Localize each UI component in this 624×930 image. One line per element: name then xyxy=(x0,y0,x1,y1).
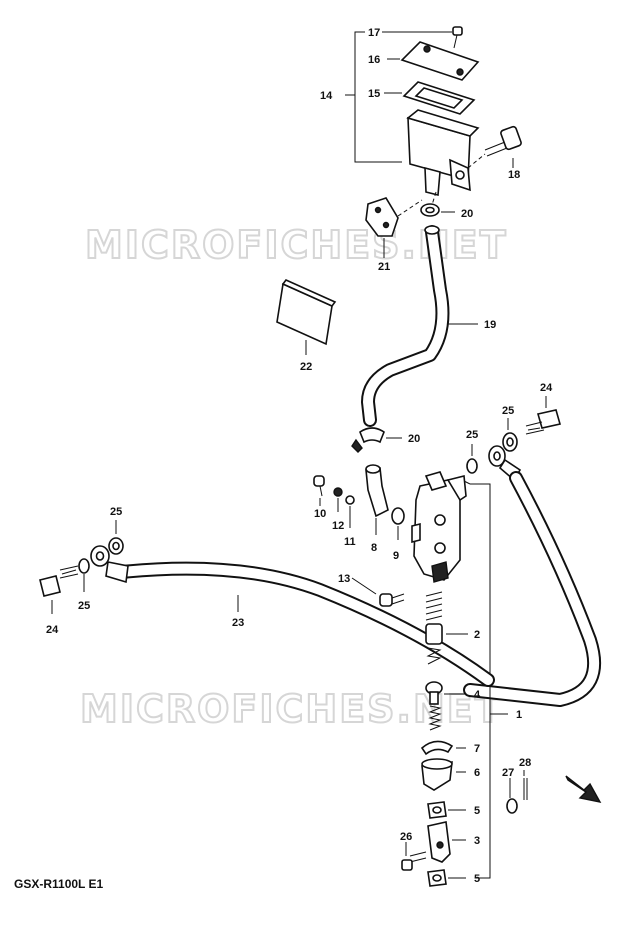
callout-23: 23 xyxy=(232,617,244,629)
part-2-spring-piston xyxy=(425,591,468,665)
callout-20a: 20 xyxy=(461,208,473,220)
part-25c-washer xyxy=(108,520,124,555)
callout-25a: 25 xyxy=(502,405,514,417)
callout-25c: 25 xyxy=(110,506,122,518)
callout-22: 22 xyxy=(300,361,312,373)
part-13-bolt xyxy=(351,577,405,607)
part-23-hose xyxy=(115,561,495,687)
part-17-screw xyxy=(382,26,463,49)
callout-10: 10 xyxy=(314,508,326,520)
part-10-screw xyxy=(313,475,325,506)
hose-23-banjo xyxy=(90,545,129,584)
part-11-washer xyxy=(345,495,355,528)
part-4-pushrod xyxy=(425,681,466,731)
reservoir-assembly xyxy=(345,26,522,258)
callout-28: 28 xyxy=(519,757,531,769)
hose-1-upper-fittings xyxy=(466,396,562,482)
part-3-clevis xyxy=(427,821,466,863)
callout-20b: 20 xyxy=(408,433,420,445)
callout-15: 15 xyxy=(368,88,380,100)
part-25a-washer xyxy=(502,418,518,452)
part-19-hose xyxy=(361,225,478,427)
callout-7: 7 xyxy=(474,743,480,755)
callout-17: 17 xyxy=(368,27,380,39)
part-6-boot xyxy=(421,758,466,791)
part-25b-washer xyxy=(466,444,478,474)
front-direction-arrow-icon xyxy=(565,775,602,803)
part-28-cotter-pin xyxy=(523,770,528,800)
part-18-bolt xyxy=(467,125,522,169)
callout-26: 26 xyxy=(400,831,412,843)
callout-16: 16 xyxy=(368,54,380,66)
callout-4: 4 xyxy=(474,689,481,701)
callout-27: 27 xyxy=(502,767,514,779)
master-cylinder-body xyxy=(411,471,467,583)
master-cylinder-inlet-parts xyxy=(313,464,405,540)
callout-19: 19 xyxy=(484,319,496,331)
callout-18: 18 xyxy=(508,169,520,181)
part-15-diaphragm xyxy=(384,81,476,115)
watermark-top: MICROFICHES.NET xyxy=(85,223,508,267)
callout-9: 9 xyxy=(393,550,399,562)
part-12-oring xyxy=(333,487,343,512)
model-label: GSX-R1100L E1 xyxy=(14,877,103,891)
callout-25d: 25 xyxy=(78,600,90,612)
part-7-circlip xyxy=(420,740,466,756)
part-24b-bolt xyxy=(39,565,79,614)
callout-6: 6 xyxy=(474,767,480,779)
part-20a-clamp xyxy=(420,203,455,217)
part-24a-bolt xyxy=(525,396,562,435)
callout-25b: 25 xyxy=(466,429,478,441)
part-20b-clamp xyxy=(351,427,402,453)
callout-24b: 24 xyxy=(46,624,59,636)
part-5b-nut xyxy=(427,869,466,887)
master-cylinder-internals xyxy=(425,591,468,731)
part-16-cap xyxy=(387,41,480,81)
part-9-oring xyxy=(391,507,405,540)
watermark-bottom: MICROFICHES.NET xyxy=(80,687,503,731)
master-cylinder-lower-parts xyxy=(401,740,528,887)
part-25d-washer xyxy=(78,558,90,592)
callout-11: 11 xyxy=(344,536,356,548)
part-27-washer xyxy=(506,778,518,814)
callout-8: 8 xyxy=(371,542,377,554)
callout-5a: 5 xyxy=(474,805,480,817)
part-14-reservoir xyxy=(406,109,480,197)
callout-1: 1 xyxy=(516,709,522,721)
hose-1-banjo-top xyxy=(488,445,522,482)
bracket-14 xyxy=(354,31,402,163)
part-21-plate xyxy=(365,197,423,258)
callout-13: 13 xyxy=(338,573,350,585)
callout-5b: 5 xyxy=(474,873,480,885)
callout-2: 2 xyxy=(474,629,480,641)
callout-3: 3 xyxy=(474,835,480,847)
callout-12: 12 xyxy=(332,520,344,532)
hose-23-left-fittings xyxy=(39,520,129,614)
callout-24a: 24 xyxy=(540,382,553,394)
callout-14: 14 xyxy=(320,90,333,102)
part-26-pin xyxy=(401,842,427,871)
part-22-pad xyxy=(276,279,337,355)
part-8-connector xyxy=(365,464,389,535)
callout-21: 21 xyxy=(378,261,390,273)
part-5a-nut xyxy=(427,801,466,819)
